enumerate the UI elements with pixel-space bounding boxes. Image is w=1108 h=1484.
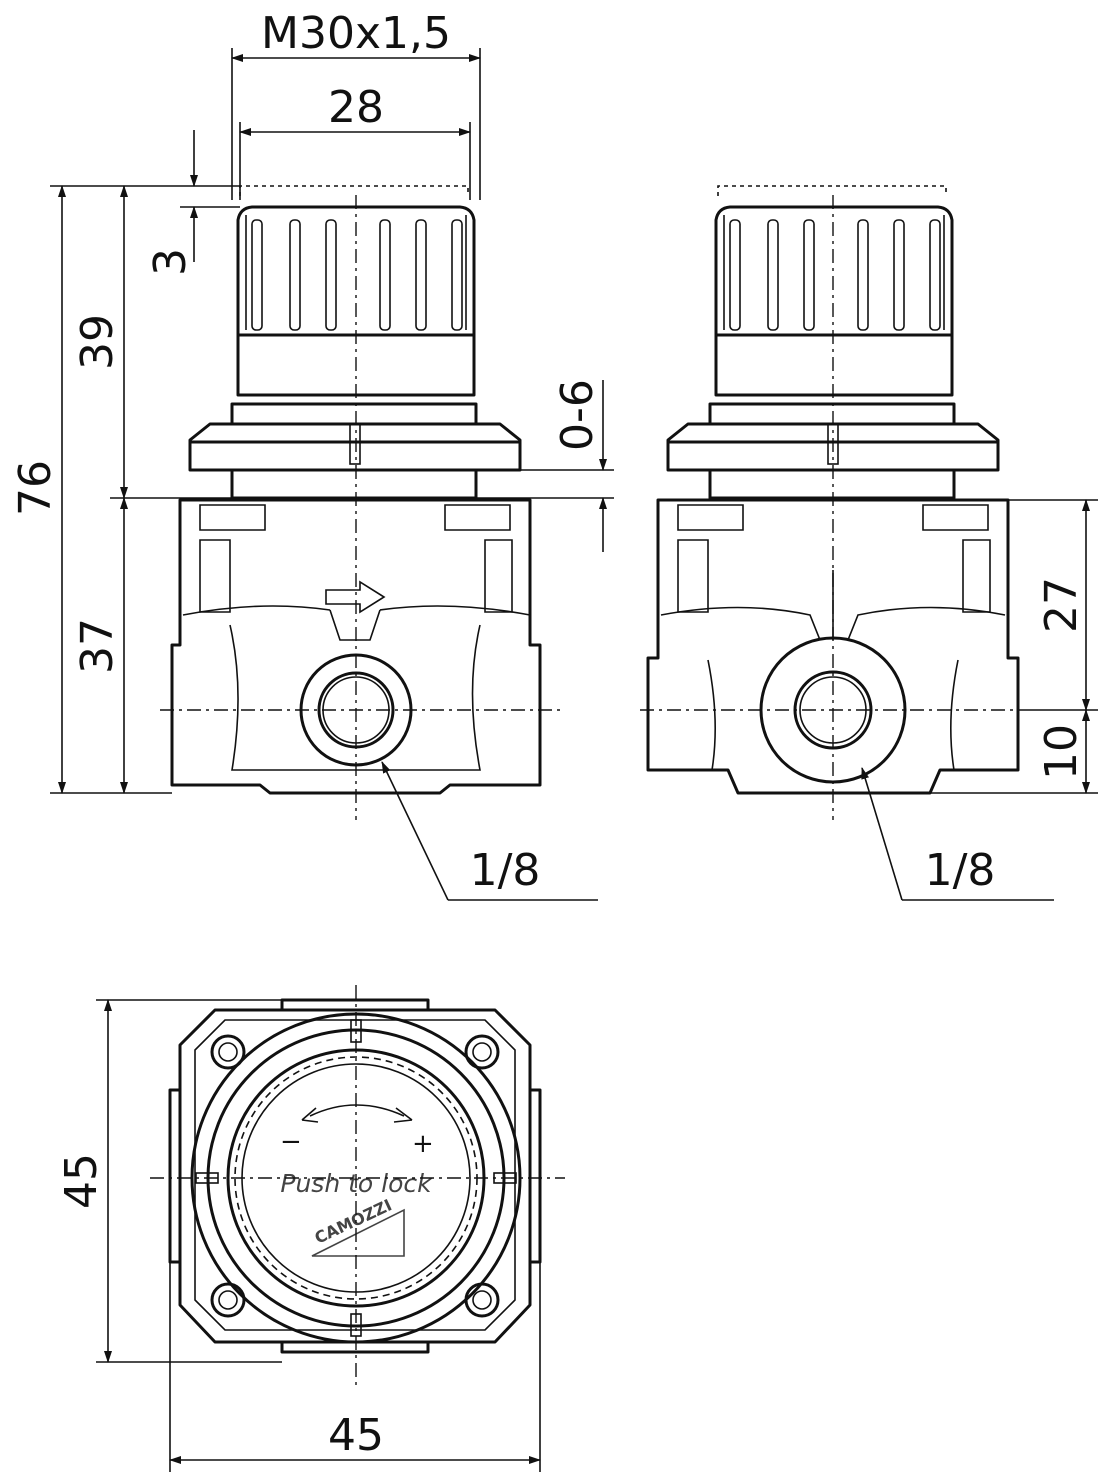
dimensions: M30x1,5 28 3 76 39 37 0-6 27 xyxy=(10,8,1098,1472)
dim-upper-height: 39 xyxy=(72,314,123,370)
flow-arrow-icon xyxy=(325,580,386,614)
dim-port-size-left: 1/8 xyxy=(470,845,541,896)
dim-knob-diameter: 28 xyxy=(328,82,384,133)
dim-port-to-top: 27 xyxy=(1036,577,1087,633)
dim-total-height: 76 xyxy=(10,460,61,516)
push-to-lock-label: Push to lock xyxy=(280,1169,433,1198)
dim-lower-height: 37 xyxy=(72,618,123,674)
corner-screws xyxy=(210,1034,500,1318)
minus-sign: − xyxy=(280,1127,302,1157)
dim-width-horizontal: 45 xyxy=(328,1410,384,1461)
front-ring-nut xyxy=(188,402,522,500)
side-knob xyxy=(714,185,954,397)
dim-port-size-right: 1/8 xyxy=(925,845,996,896)
front-knob xyxy=(236,185,476,397)
rotation-arrow-icon xyxy=(309,1104,405,1117)
plus-sign: + xyxy=(412,1129,434,1159)
dim-knob-offset: 3 xyxy=(145,248,196,276)
dim-panel-range: 0-6 xyxy=(552,379,603,451)
dim-port-to-bottom: 10 xyxy=(1036,724,1087,780)
brand-logo: CAMOZZI xyxy=(311,1195,405,1257)
top-view: − + Push to lock CAMOZZI xyxy=(150,985,565,1390)
dim-thread: M30x1,5 xyxy=(261,8,451,59)
front-view xyxy=(160,185,560,820)
side-view xyxy=(640,185,1030,820)
dim-width-vertical: 45 xyxy=(56,1153,107,1209)
